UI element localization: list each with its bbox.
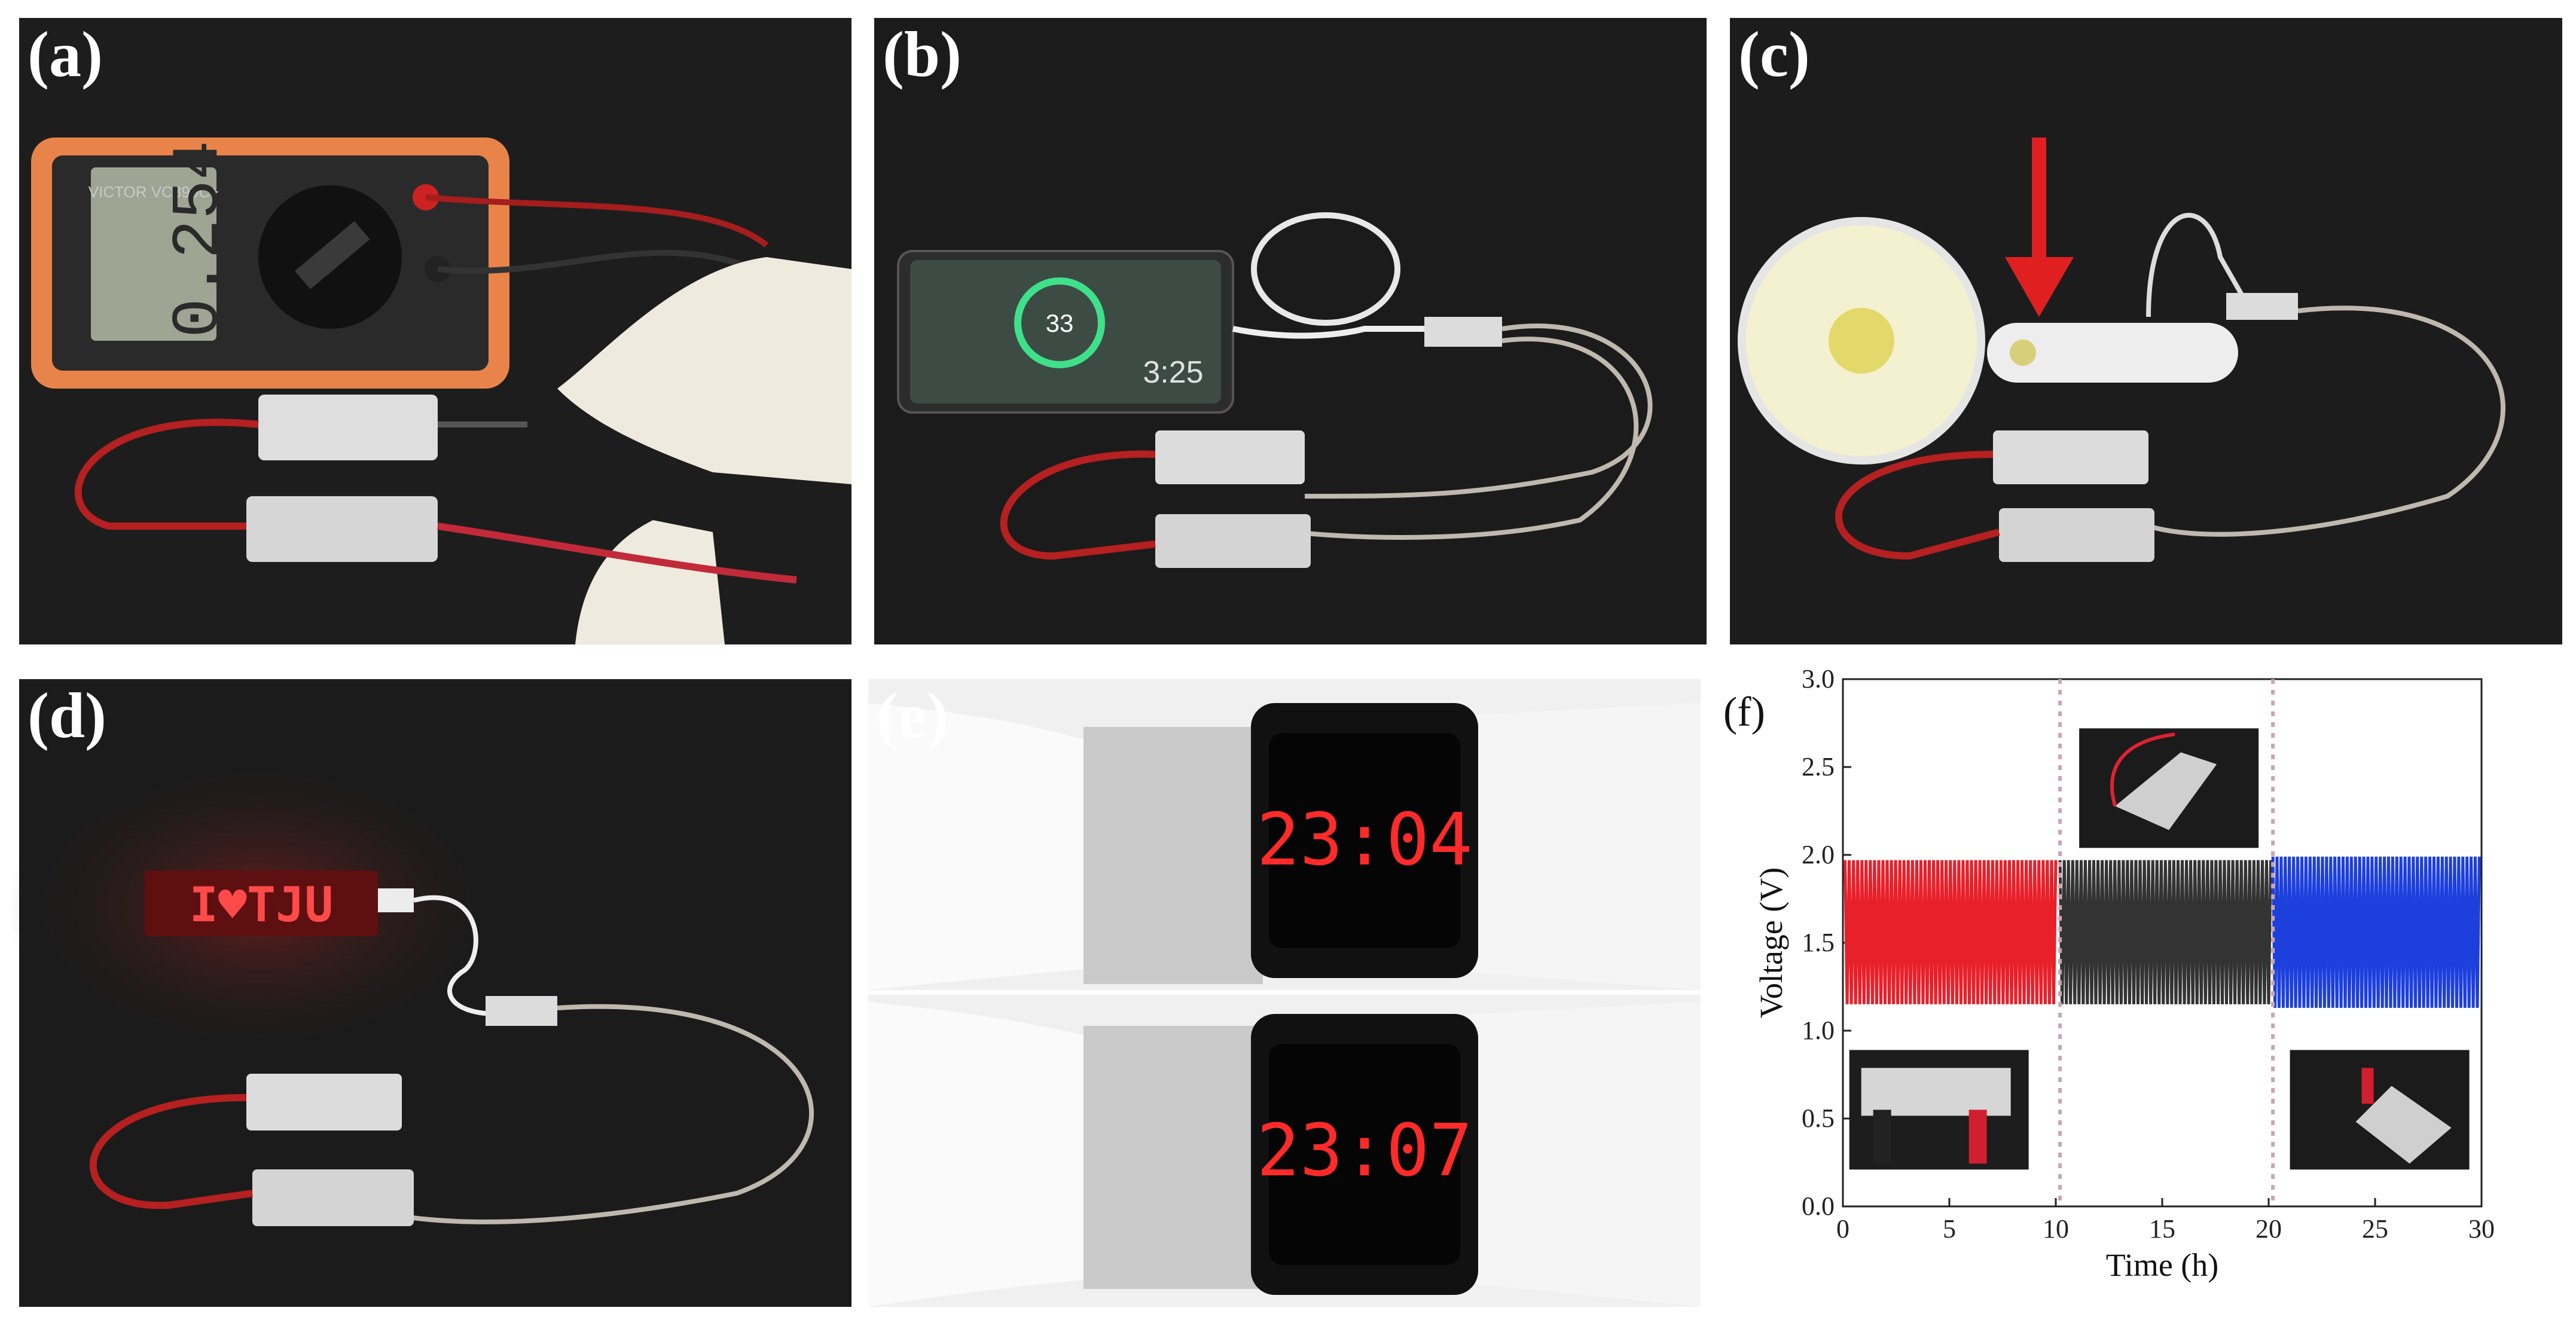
svg-text:3:25: 3:25 [1143,355,1203,390]
x-tick-label: 25 [2362,1214,2388,1243]
svg-text:23:07: 23:07 [1256,1110,1472,1193]
panel-c-label: (c) [1738,19,1810,90]
panel-e: (e) 23:04 23:07 [868,679,1701,1307]
flat-battery-photo-bottom-left [1849,1050,2029,1170]
panel-a: (a) VICTOR VC890C+ 0.254 [19,18,851,644]
red-clip-shape [1968,1110,1987,1164]
series-line-3 [2271,856,2481,1008]
x-tick-label: 20 [2255,1214,2282,1243]
panel-e-photo: 23:04 23:07 [868,679,1701,1307]
panel-a-photo: VICTOR VC890C+ 0.254 [19,18,851,644]
y-tick-label: 1.0 [1802,1016,1835,1045]
x-tick-label: 15 [2149,1214,2175,1243]
folded-battery-shape [2355,1086,2452,1164]
x-tick-label: 5 [1943,1214,1956,1243]
panel-b: (b) 33 3:25 [874,18,1707,644]
series-line-2 [2058,860,2273,1004]
svg-text:I♥TJU: I♥TJU [190,877,334,933]
panel-a-label: (a) [28,19,103,90]
y-tick-label: 3.0 [1802,664,1835,693]
smartphone-icon: 33 3:25 [897,250,1234,414]
y-tick-label: 0.0 [1802,1191,1835,1221]
panel-f-label: (f) [1723,689,1765,735]
panel-d-label: (d) [28,680,106,751]
x-tick-label: 0 [1836,1214,1849,1243]
series-line-1 [1844,860,2058,1004]
svg-text:33: 33 [1046,309,1074,337]
panel-c: (c) [1730,18,2562,644]
red-clip-shape [2361,1068,2374,1104]
y-axis-label: Voltage (V) [1753,867,1789,1018]
bent-battery-shape [2115,752,2217,830]
bent-battery-photo-top [2079,728,2259,848]
panel-b-label: (b) [883,19,962,90]
svg-text:0.254: 0.254 [162,140,237,338]
x-tick-label: 10 [2043,1214,2069,1243]
svg-text:23:04: 23:04 [1256,799,1472,882]
fan-icon [1738,217,2238,465]
panel-d-photo: I♥TJU [7,679,851,1307]
smartwatch-bottom-icon: 23:07 [1251,1014,1478,1295]
panel-e-label: (e) [877,680,948,751]
red-lead-shape [2110,732,2175,807]
folded-battery-photo-bottom-right [2290,1050,2470,1170]
panel-c-photo [1730,18,2562,644]
y-tick-label: 0.5 [1802,1104,1835,1133]
svg-text:VICTOR VC890C+: VICTOR VC890C+ [88,183,219,201]
smartwatch-top-icon: 23:04 [1251,703,1478,978]
led-badge-icon: I♥TJU [145,870,378,936]
pouch-battery-icon [246,395,438,562]
y-tick-label: 2.0 [1802,840,1835,869]
voltage-time-chart: (f) 0 5 10 15 20 25 30 0.0 0.5 1.0 1.5 2.0 2.5 3.0Time… [1723,664,2495,1283]
y-tick-label: 2.5 [1802,752,1835,781]
flat-battery-shape [1861,1068,2011,1116]
multimeter-icon: VICTOR VC890C+ 0.254 [31,138,509,389]
x-tick-label: 30 [2468,1214,2495,1243]
panel-b-photo: 33 3:25 [874,18,1707,644]
y-tick-label: 1.5 [1802,928,1835,957]
red-arrow-icon [2005,138,2074,317]
x-axis-label: Time (h) [2106,1247,2219,1283]
black-clip-shape [1873,1110,1891,1164]
panel-d: (d) I♥TJU [7,679,851,1307]
